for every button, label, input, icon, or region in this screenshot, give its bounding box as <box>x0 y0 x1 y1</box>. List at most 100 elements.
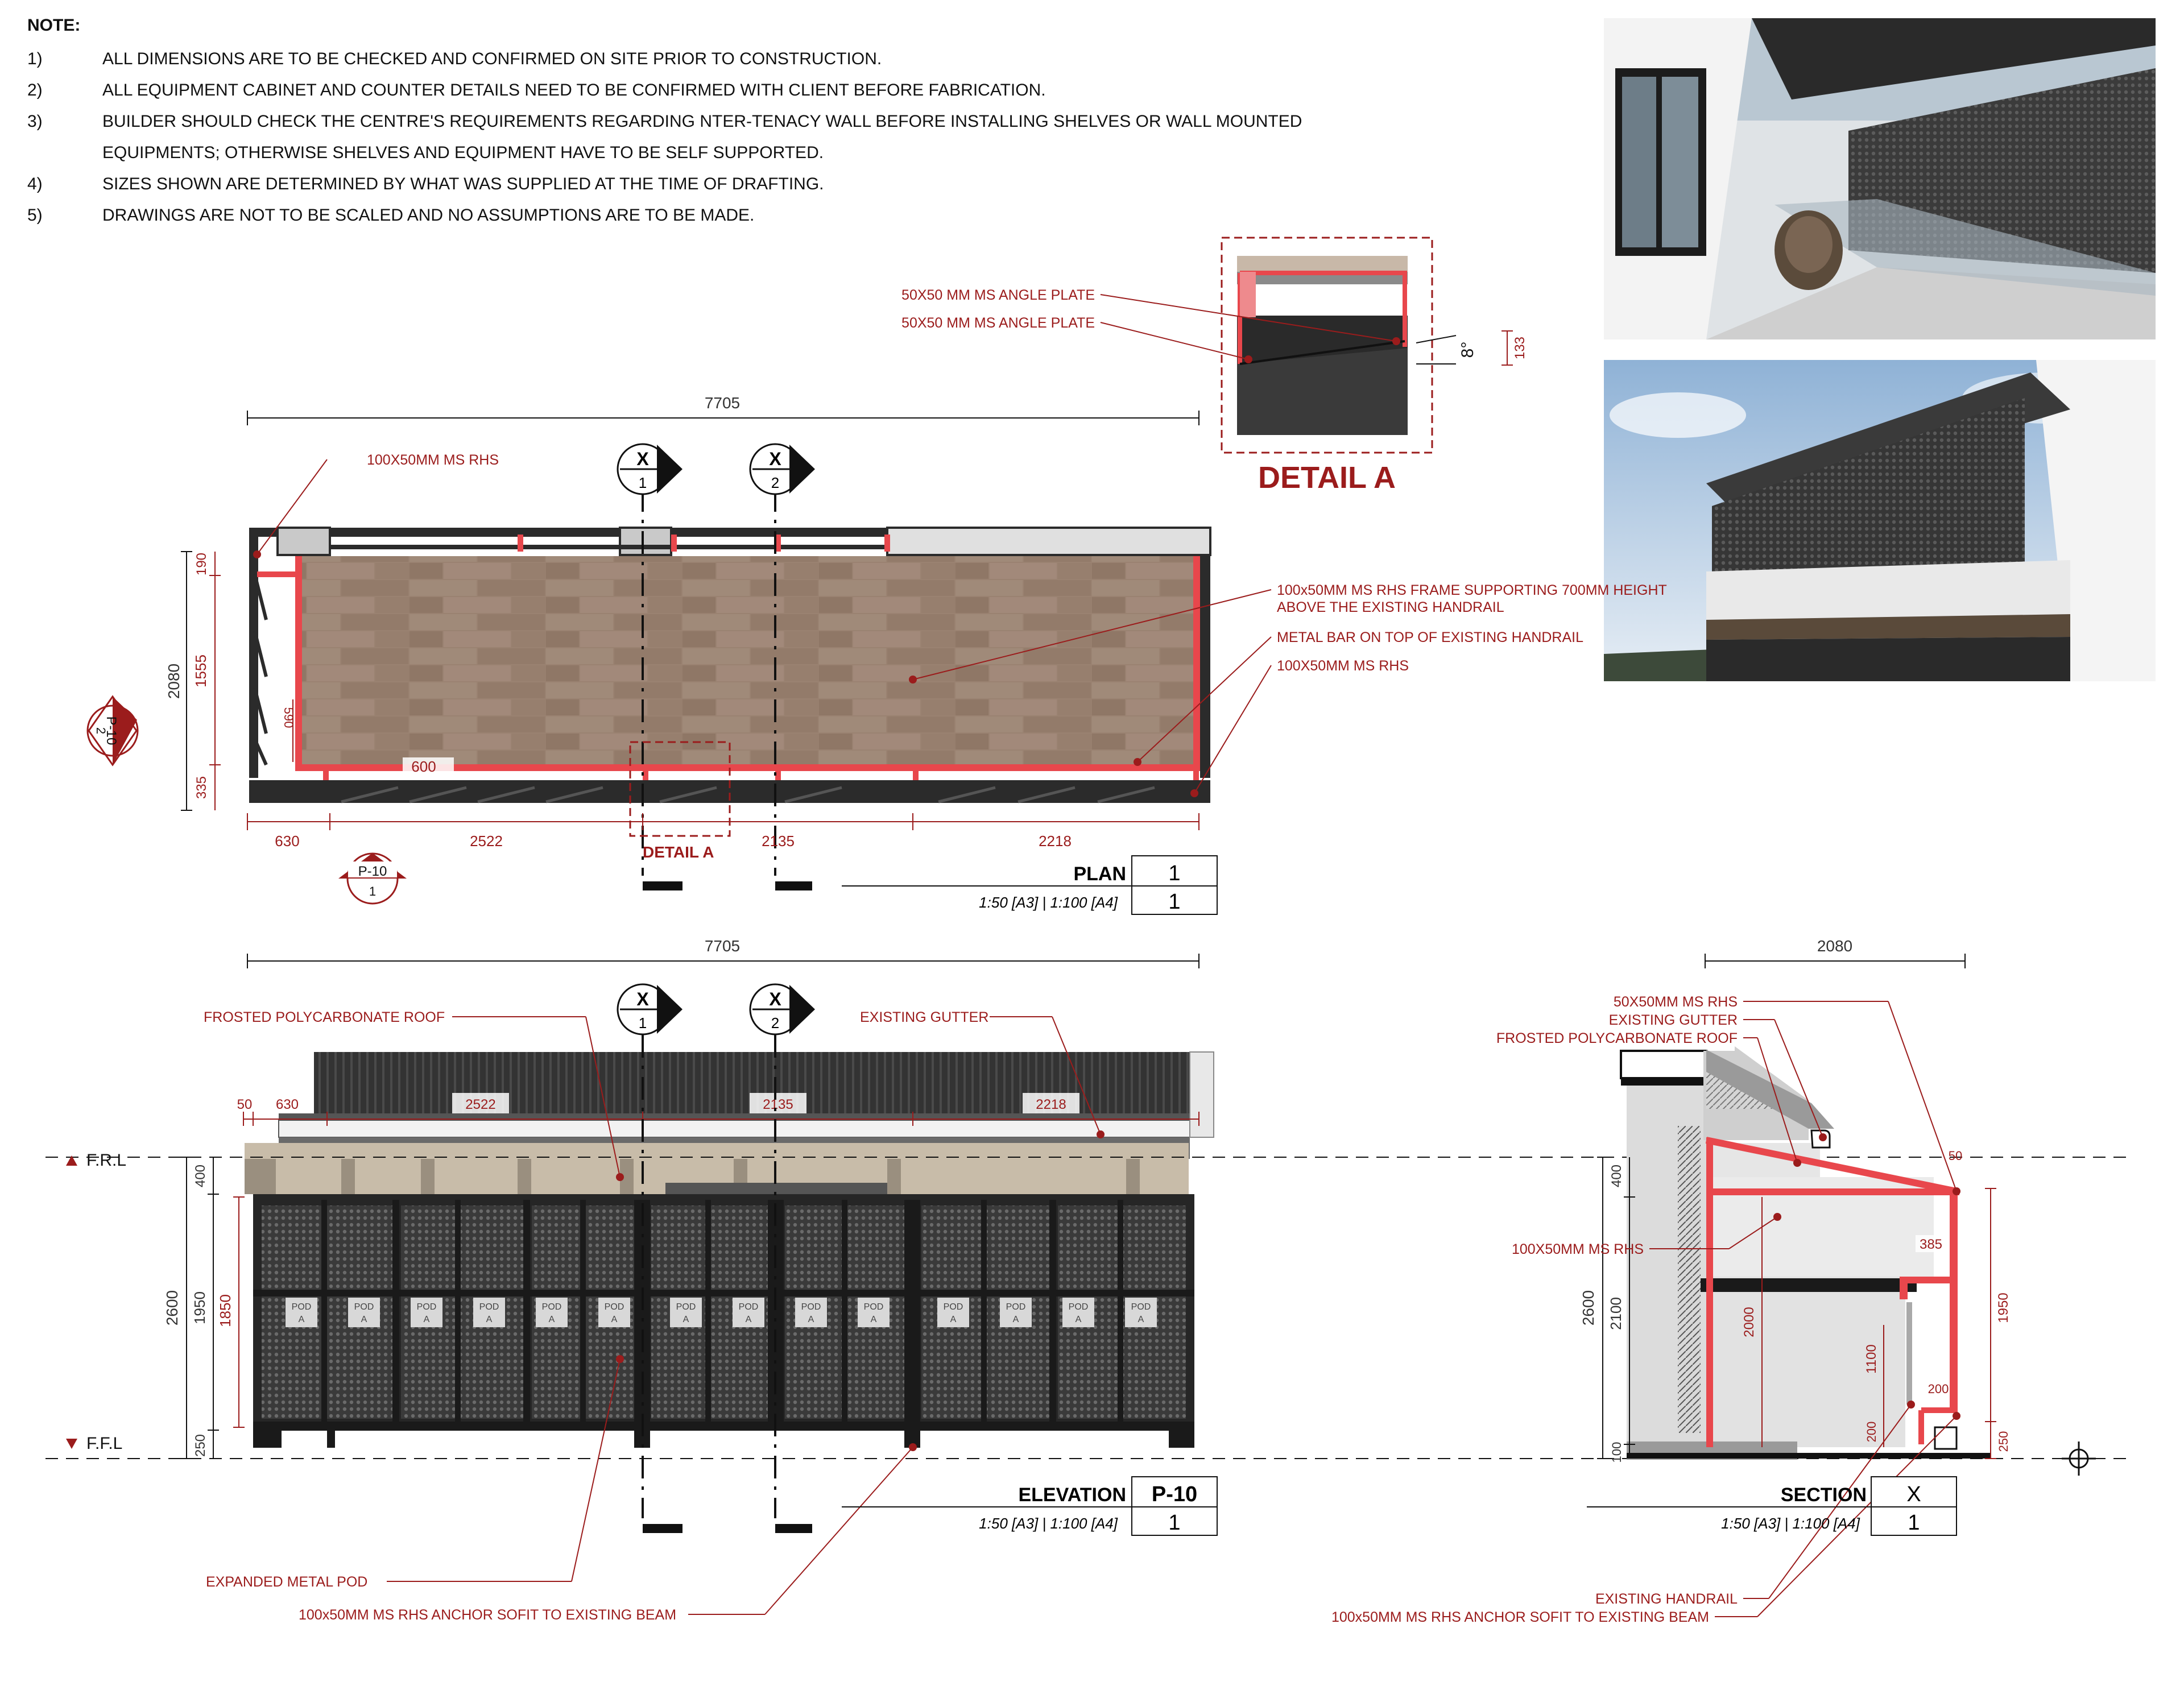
plan-dim-2080: 2080 <box>165 664 183 699</box>
plan-section-1-letter: X <box>636 449 649 469</box>
plan-elevation-ref-left: P-10 2 <box>86 695 139 767</box>
section-title: SECTION <box>1781 1484 1867 1506</box>
note-number: 5) <box>27 206 43 225</box>
pod-label-sub: A <box>950 1315 957 1324</box>
elevation-label-roof: FROSTED POLYCARBONATE ROOF <box>204 1009 445 1025</box>
note-number: 3) <box>27 112 43 131</box>
pod-label: POD <box>1069 1302 1089 1312</box>
section-label-roof: FROSTED POLYCARBONATE ROOF <box>1496 1030 1738 1046</box>
plan-label-rhs-top: 100X50MM MS RHS <box>367 452 499 468</box>
note-text: ALL EQUIPMENT CABINET AND COUNTER DETAIL… <box>102 81 1046 100</box>
elevation-section-1-letter: X <box>636 989 649 1009</box>
pod-label-sub: A <box>611 1315 618 1324</box>
render-photo-balcony <box>1604 18 2156 339</box>
general-notes: NOTE: 1) ALL DIMENSIONS ARE TO BE CHECKED… <box>27 16 1449 231</box>
detail-a-angle: 8° <box>1458 342 1477 358</box>
pod-label-sub: A <box>1013 1315 1019 1324</box>
plan-label-metal-bar: METAL BAR ON TOP OF EXISTING HANDRAIL <box>1277 629 1583 645</box>
detail-a: 50X50 MM MS ANGLE PLATE 50X50 MM MS ANGL… <box>901 237 1528 495</box>
pod-label-sub: A <box>871 1315 877 1324</box>
elevation-section-marker-2: X 2 <box>749 983 815 1035</box>
section-title-block: SECTION X 1:50 [A3] | 1:100 [A4] 1 <box>1587 1476 1957 1536</box>
note-text: ALL DIMENSIONS ARE TO BE CHECKED AND CON… <box>102 49 882 68</box>
plan-dim-335: 335 <box>194 776 209 799</box>
elevation-frl: F.R.L <box>86 1151 126 1170</box>
elevation-top-dim: 2135 <box>763 1097 793 1112</box>
section-dim-2100: 2100 <box>1607 1297 1624 1330</box>
note-item: 4) SIZES SHOWN ARE DETERMINED BY WHAT WAS… <box>27 168 1449 200</box>
note-number: 1) <box>27 49 43 68</box>
section-dim-400: 400 <box>1609 1165 1624 1187</box>
section-dim-250: 250 <box>1996 1431 2011 1452</box>
plan-elev-ref-bottom-num: 1 <box>369 884 376 898</box>
detail-a-label-lower: 50X50 MM MS ANGLE PLATE <box>901 315 1095 331</box>
section-label-rhs-100: 100X50MM MS RHS <box>1512 1241 1644 1257</box>
plan-label-frame-1: 100x50MM MS RHS FRAME SUPPORTING 700MM H… <box>1277 582 1667 598</box>
pod-label: POD <box>354 1302 374 1312</box>
pod-label: POD <box>542 1302 562 1312</box>
note-text: BUILDER SHOULD CHECK THE CENTRE'S REQUIR… <box>102 112 1302 131</box>
pod-label: POD <box>1131 1302 1151 1312</box>
pod-label-sub: A <box>361 1315 367 1324</box>
note-item: 3) BUILDER SHOULD CHECK THE CENTRE'S REQU… <box>27 106 1449 137</box>
plan-title-block: PLAN 1 1:50 [A3] | 1:100 [A4] 1 <box>842 855 1218 915</box>
pod-label: POD <box>292 1302 312 1312</box>
pod-label-sub: A <box>549 1315 555 1324</box>
elevation-label-gutter: EXISTING GUTTER <box>860 1009 988 1025</box>
elevation-label-pod: EXPANDED METAL POD <box>206 1574 367 1590</box>
note-item: EQUIPMENTS; OTHERWISE SHELVES AND EQUIPM… <box>27 137 1449 168</box>
elevation-dim-1950: 1950 <box>191 1291 208 1324</box>
pod-label-sub: A <box>1076 1315 1082 1324</box>
section-dim-1950: 1950 <box>1996 1293 2011 1323</box>
plan-label-rhs-right: 100X50MM MS RHS <box>1277 658 1409 674</box>
elevation-sheet-num: 1 <box>1168 1511 1180 1535</box>
pod-label-sub: A <box>424 1315 430 1324</box>
pod-label: POD <box>864 1302 884 1312</box>
section-dim-50: 50 <box>1949 1149 1962 1163</box>
plan-dim-1555: 1555 <box>192 655 209 687</box>
notes-heading: NOTE: <box>27 16 81 35</box>
render-photo-exterior <box>1604 360 2156 681</box>
plan-bottom-dim: 2135 <box>762 832 795 850</box>
section-label-gutter: EXISTING GUTTER <box>1609 1012 1738 1028</box>
pod-label: POD <box>417 1302 437 1312</box>
note-item: 2) ALL EQUIPMENT CABINET AND COUNTER DETA… <box>27 74 1449 106</box>
plan-sheet-num: 1 <box>1168 890 1180 914</box>
pod-label-sub: A <box>1138 1315 1144 1324</box>
detail-a-title: DETAIL A <box>1258 461 1396 495</box>
elevation-title-num: P-10 <box>1152 1482 1197 1506</box>
plan-detail-ref: DETAIL A <box>643 843 714 861</box>
section-overall-dim: 2080 <box>1817 937 1852 955</box>
plan-bottom-dim: 2218 <box>1039 832 1072 850</box>
note-item: 5)DRAWINGS ARE NOT TO BE SCALED AND NO A… <box>27 200 1449 231</box>
pod-label-sub: A <box>746 1315 752 1324</box>
pod-label: POD <box>944 1302 963 1312</box>
note-number: 2) <box>27 81 43 100</box>
elevation-pod-labels: POD A POD A POD A POD A POD A POD A POD … <box>286 1298 1157 1327</box>
pod-label-sub: A <box>486 1315 493 1324</box>
elevation-ffl: F.F.L <box>86 1434 122 1453</box>
pod-label-sub: A <box>683 1315 689 1324</box>
section-drawing: 2080 2600 400 2 <box>1331 937 2096 1625</box>
section-title-num: X <box>1906 1482 1921 1506</box>
elevation-section-2-num: 2 <box>771 1014 779 1032</box>
pod-label-sub: A <box>299 1315 305 1324</box>
elevation-top-dim: 2522 <box>465 1097 495 1112</box>
detail-a-dim: 133 <box>1512 337 1528 359</box>
plan-bottom-dim: 2522 <box>470 832 503 850</box>
elevation-dim-1850: 1850 <box>217 1294 234 1327</box>
note-text: SIZES SHOWN ARE DETERMINED BY WHAT WAS S… <box>102 175 824 193</box>
pod-label-sub: A <box>808 1315 814 1324</box>
pod-label: POD <box>801 1302 821 1312</box>
pod-label: POD <box>605 1302 624 1312</box>
section-dim-2600: 2600 <box>1579 1290 1597 1326</box>
note-number: 4) <box>27 175 43 193</box>
plan-title: PLAN <box>1073 863 1126 885</box>
section-label-anchor: 100x50MM MS RHS ANCHOR SOFIT TO EXISTING… <box>1331 1609 1709 1625</box>
section-dim-1100: 1100 <box>1864 1344 1879 1374</box>
elevation-section-2-letter: X <box>769 989 781 1009</box>
elevation-label-anchor: 100x50MM MS RHS ANCHOR SOFIT TO EXISTING… <box>299 1607 676 1623</box>
note-item: 1) ALL DIMENSIONS ARE TO BE CHECKED AND C… <box>27 43 1449 74</box>
pod-label: POD <box>739 1302 759 1312</box>
plan-overall-dim: 7705 <box>705 394 740 412</box>
